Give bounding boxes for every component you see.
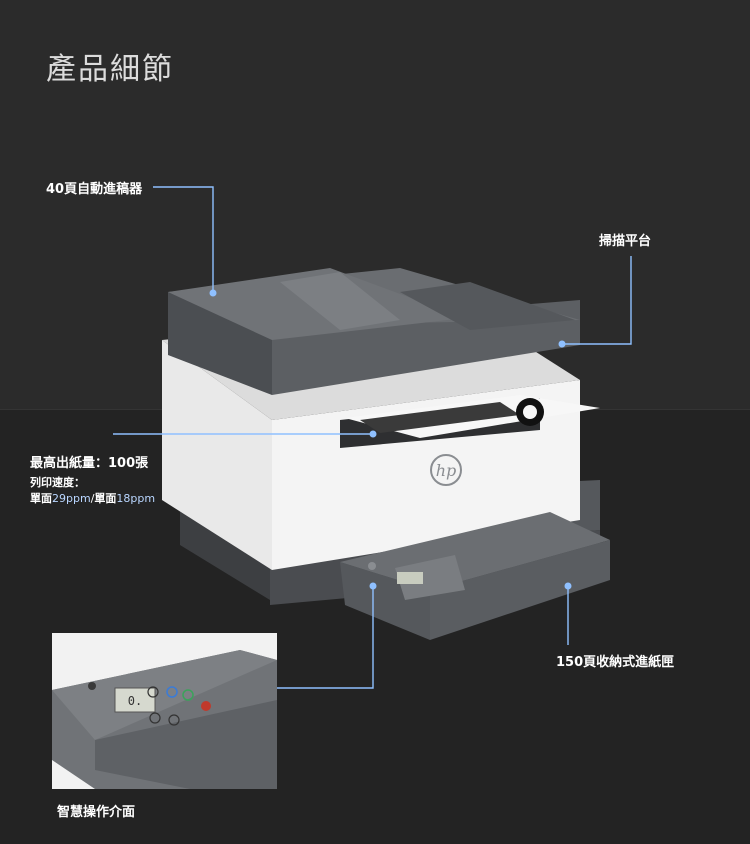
duplex-label: 單面	[94, 492, 117, 505]
label-scanner: 掃描平台	[599, 234, 652, 249]
page-title: 產品細節	[46, 52, 174, 87]
label-output-capacity: 最高出紙量：100張	[30, 456, 149, 471]
svg-text:0.: 0.	[128, 694, 142, 708]
label-print-speed: 列印速度：	[30, 476, 85, 489]
duplex-value: 18ppm	[116, 492, 156, 505]
printer-body-side	[162, 340, 272, 570]
hp-logo-icon	[430, 454, 462, 486]
label-speed-values: 單面29ppm/單面18ppm	[30, 490, 155, 506]
simplex-label: 單面	[30, 492, 52, 505]
callout-lines	[113, 186, 632, 689]
simplex-value: 29ppm	[52, 492, 91, 505]
label-adf: 40頁自動進稿器	[46, 182, 143, 197]
svg-text:hp: hp	[436, 461, 457, 480]
label-control-panel: 智慧操作介面	[57, 805, 136, 820]
speed-separator: /	[90, 492, 95, 505]
label-input-tray: 150頁收納式進紙匣	[556, 655, 675, 670]
callout-dots	[209, 289, 572, 590]
